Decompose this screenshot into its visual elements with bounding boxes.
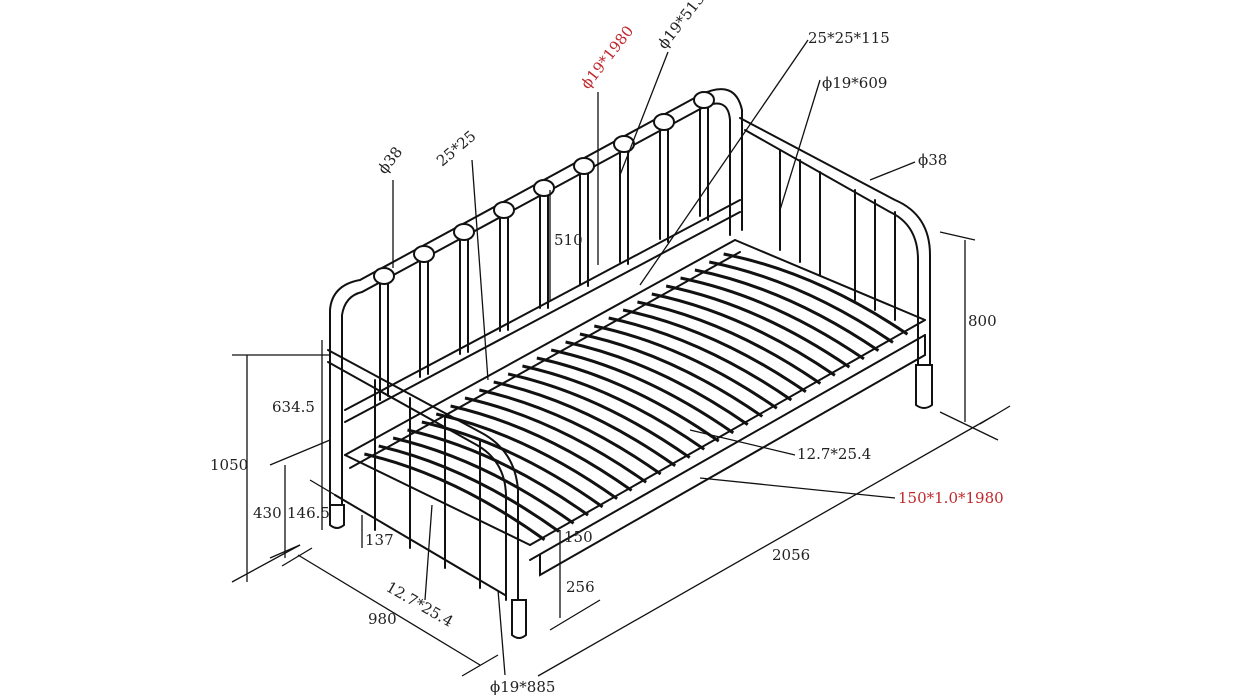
spindle	[459, 231, 469, 355]
slat	[723, 252, 909, 336]
slat	[507, 372, 691, 459]
slat	[450, 404, 633, 492]
slat	[565, 340, 749, 426]
label-25-25-115: 25*25*115	[808, 29, 890, 47]
spindle	[379, 275, 389, 401]
spindle	[659, 121, 669, 243]
slat	[622, 308, 807, 394]
label-phi38-left: ϕ38	[374, 143, 406, 177]
rail-collar	[413, 245, 435, 263]
rail-collar	[653, 113, 675, 131]
slat	[407, 428, 589, 517]
spindle	[699, 99, 709, 221]
label-150: 150	[564, 528, 593, 546]
label-150-1-0-1980: 150*1.0*1980	[898, 489, 1004, 507]
label-phi19-885: ϕ19*885	[490, 678, 555, 696]
slat	[708, 260, 894, 344]
label-430: 430	[253, 504, 282, 522]
label-800: 800	[968, 312, 997, 330]
label-980: 980	[368, 610, 397, 628]
slat	[493, 380, 677, 468]
rail-collar	[573, 157, 595, 175]
slat	[522, 364, 706, 451]
dimension-lines	[231, 39, 1011, 677]
rail-collars	[373, 91, 715, 285]
back-spindles	[379, 99, 709, 401]
spindle	[619, 143, 629, 265]
label-1050: 1050	[210, 456, 248, 474]
slat	[694, 268, 880, 352]
slat	[651, 292, 836, 377]
label-510: 510	[554, 231, 583, 249]
slat	[637, 300, 822, 385]
slat	[608, 316, 793, 402]
slat	[392, 436, 575, 525]
slat	[680, 276, 865, 361]
back-rail-panel	[329, 88, 743, 521]
slat	[665, 284, 851, 369]
rail-collar	[453, 223, 475, 241]
label-256: 256	[566, 578, 595, 596]
label-phi19-609: ϕ19*609	[822, 74, 887, 92]
slat	[550, 348, 735, 435]
slat	[593, 324, 778, 410]
label-phi19-1980: ϕ19*1980	[577, 22, 637, 92]
rail-collar	[493, 201, 515, 219]
rail-collar	[613, 135, 635, 153]
slat	[464, 396, 648, 484]
rail-collar	[373, 267, 395, 285]
spindle	[499, 209, 509, 332]
label-2056: 2056	[772, 546, 810, 564]
slat	[536, 356, 720, 443]
right-end-frame	[739, 117, 933, 409]
rail-collar	[533, 179, 555, 197]
rail-collar	[693, 91, 715, 109]
label-146-5: 146.5	[287, 504, 330, 522]
label-12-7-25-4-right: 12.7*25.4	[797, 445, 871, 463]
slat	[479, 388, 662, 476]
label-137: 137	[365, 531, 394, 549]
slat	[579, 332, 764, 418]
label-phi38-right: ϕ38	[918, 151, 947, 169]
spindle	[579, 165, 589, 287]
label-634-5: 634.5	[272, 398, 315, 416]
spindle	[419, 253, 429, 378]
slat	[378, 444, 560, 533]
slat	[435, 412, 618, 500]
spindle	[539, 187, 549, 309]
foot-end-frame	[327, 349, 527, 639]
slat	[364, 452, 546, 541]
label-phi19-513: ϕ19*513	[654, 0, 708, 52]
